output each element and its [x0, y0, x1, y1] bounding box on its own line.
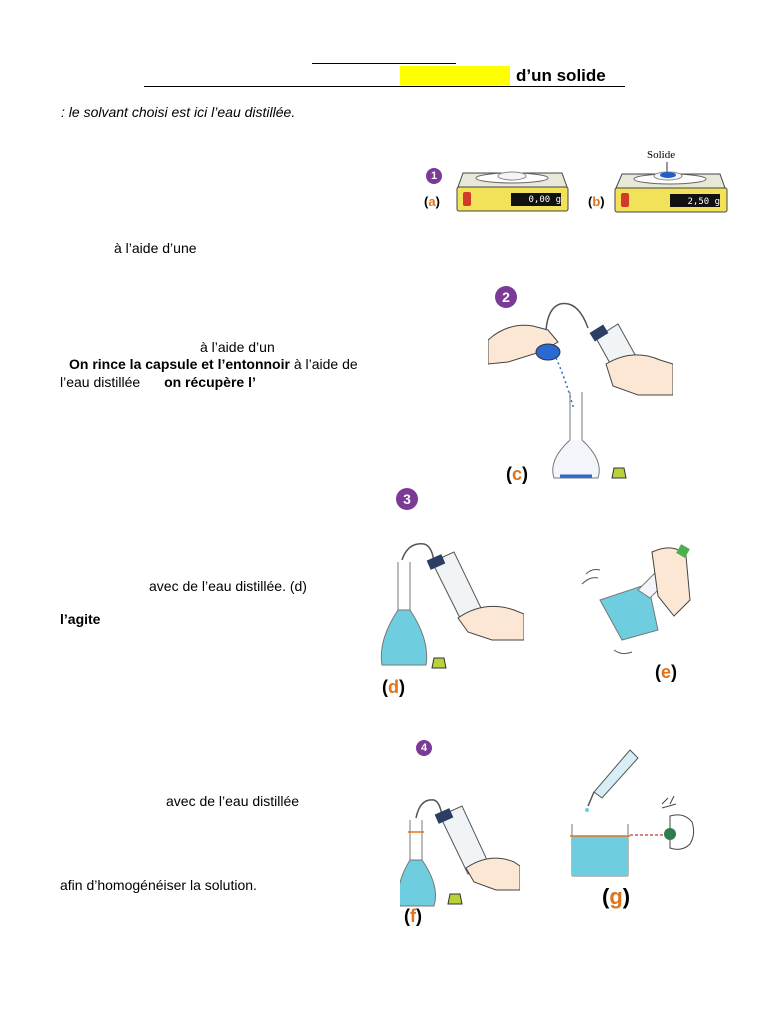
fig-g-label: (g)	[602, 884, 631, 909]
step4-line1: avec de l’eau distillée	[166, 793, 300, 809]
fig-a-label: (a)	[424, 194, 440, 209]
fig-d-label: (d)	[382, 677, 405, 697]
step2-line2: On rince la capsule et l’entonnoir à l’a…	[69, 356, 358, 373]
flask-shaking-illustration	[581, 544, 691, 655]
header-underline	[144, 86, 625, 87]
balance-b-display: 2,50 g	[687, 197, 720, 207]
step3-badge: 3	[396, 488, 418, 510]
flask-filling-illustration	[380, 543, 524, 669]
fig-e-label: (e)	[655, 662, 678, 682]
step2-line2-bold: On rince la capsule et l’entonnoir	[69, 356, 290, 372]
step1-badge: 1	[426, 168, 442, 184]
page-title: d’un solide	[516, 66, 606, 85]
step2-line3-start: l’eau distillée	[60, 374, 141, 390]
fig-c-label: (c)	[506, 464, 529, 484]
flask-complete-illustration	[400, 799, 520, 907]
meniscus-reading-illustration	[570, 749, 695, 877]
funnel-flask-illustration	[488, 302, 673, 479]
fig-f-label: (f)	[404, 906, 422, 926]
step1-text: à l’aide d’une	[114, 240, 197, 256]
step2-line2-rest: à l’aide de	[289, 356, 358, 372]
step2-line1: à l’aide d’un	[200, 339, 275, 355]
step2-line3: l’eau distillée on récupère l’	[60, 374, 256, 391]
solid-label: Solide	[647, 149, 676, 161]
step3-line1: avec de l’eau distillée. (d)	[149, 578, 307, 594]
intro-text: : le solvant choisi est ici l’eau distil…	[61, 104, 296, 120]
fig-b-label: (b)	[588, 194, 605, 209]
balance-a-display: 0,00 g	[528, 195, 561, 205]
header-top-line	[312, 63, 456, 64]
balance-b-illustration	[614, 162, 728, 213]
step4-line2: afin d’homogénéiser la solution.	[60, 877, 257, 893]
step2-badge: 2	[495, 286, 517, 308]
step2-line3-bold: on récupère l’	[164, 374, 256, 390]
step4-badge: 4	[416, 740, 432, 756]
balance-a-illustration	[456, 171, 569, 212]
step3-line2: l’agite	[60, 611, 101, 627]
header-highlight	[400, 66, 510, 85]
